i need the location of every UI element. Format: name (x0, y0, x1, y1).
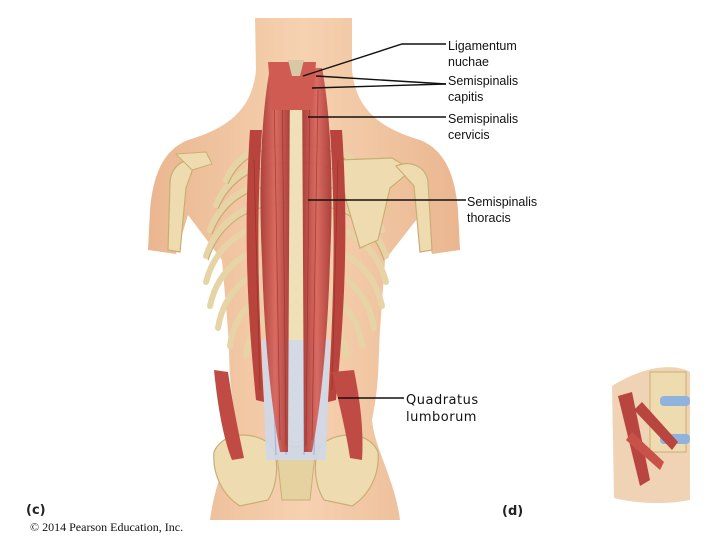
panel-d-lumbar-detail (612, 367, 690, 504)
label-semispinalis-cervicis: Semispinalis cervicis (448, 112, 519, 142)
label-quadratus-lumborum: Quadratus lumborum (406, 393, 479, 425)
quadratus-lumborum (214, 370, 363, 460)
left-humerus (167, 151, 213, 253)
label-semispinalis-thoracis: Semispinalis thoracis (467, 195, 538, 225)
leader-lines (302, 43, 466, 399)
label-ligamentum-nuchae: Ligamentum nuchae (448, 39, 517, 69)
neck-muscles (268, 60, 316, 110)
panel-label-c: (c) (26, 503, 46, 518)
panel-label-d: (d) (502, 504, 524, 519)
right-scapula (337, 157, 433, 253)
label-semispinalis-capitis: Semispinalis capitis (448, 74, 519, 104)
copyright-notice: © 2014 Pearson Education, Inc. (30, 520, 184, 534)
muscle-striations (253, 79, 339, 446)
